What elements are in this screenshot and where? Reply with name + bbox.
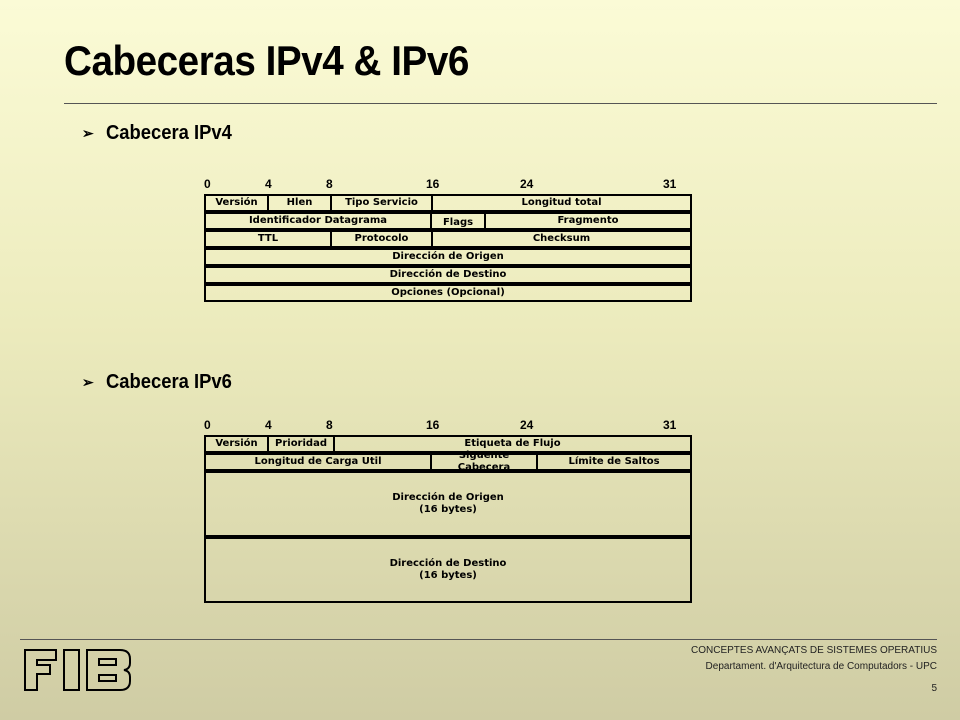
field-direccion-destino-size: (16 bytes): [419, 570, 477, 581]
field-flags: Flags: [432, 214, 486, 228]
field-siguiente-cabecera: Siguente Cabecera: [432, 450, 538, 473]
field-etiqueta-flujo: Etiqueta de Flujo: [464, 437, 561, 449]
ipv6-row-destination: Dirección de Destino (16 bytes): [204, 537, 692, 603]
bullet-ipv4-label: Cabecera IPv4: [106, 122, 232, 144]
bit-label: 0: [204, 418, 211, 432]
field-direccion-origen-size: (16 bytes): [419, 504, 477, 515]
bit-positions: 0 4 8 16 24 31: [204, 177, 692, 191]
bullet-ipv4: ➢ Cabecera IPv4: [82, 122, 243, 145]
bullet-ipv6: ➢ Cabecera IPv6: [82, 371, 243, 394]
field-limite-saltos: Límite de Saltos: [568, 455, 660, 467]
field-direccion-origen-label: Dirección de Origen: [392, 491, 504, 503]
bit-label: 4: [265, 418, 272, 432]
bit-label: 31: [663, 418, 677, 432]
field-direccion-origen: Dirección de Origen: [392, 250, 504, 262]
field-ttl: TTL: [206, 232, 332, 246]
ipv4-row-5: Dirección de Destino: [204, 266, 692, 284]
field-longitud-total: Longitud total: [521, 196, 602, 208]
footer-divider: [20, 639, 937, 640]
fib-logo: [24, 649, 131, 691]
bit-label: 8: [326, 418, 333, 432]
field-tipo-servicio: Tipo Servicio: [332, 196, 433, 210]
ipv4-row-2: Identificador Datagrama Flags Fragmento: [204, 212, 692, 230]
field-hlen: Hlen: [269, 196, 332, 210]
bit-label: 8: [326, 177, 333, 191]
footer-department: Departament. d'Arquitectura de Computado…: [705, 661, 937, 672]
ipv6-row-2: Longitud de Carga Util Siguente Cabecera…: [204, 450, 692, 473]
field-checksum: Checksum: [532, 232, 591, 244]
ipv6-header-diagram: 0 4 8 16 24 31 Versión Prioridad Etiquet…: [204, 418, 692, 603]
ipv6-row-source: Dirección de Origen (16 bytes): [204, 471, 692, 537]
bit-label: 16: [426, 418, 440, 432]
field-opciones: Opciones (Opcional): [391, 286, 505, 298]
page-number: 5: [931, 683, 937, 694]
ipv4-row-6: Opciones (Opcional): [204, 284, 692, 302]
slide-title: Cabeceras IPv4 & IPv6: [64, 37, 469, 84]
bit-label: 0: [204, 177, 211, 191]
field-prioridad: Prioridad: [269, 437, 335, 451]
field-identificador: Identificador Datagrama: [206, 214, 432, 228]
title-divider: [64, 103, 937, 104]
field-direccion-destino: Dirección de Destino: [389, 268, 507, 280]
ipv6-row-1: Versión Prioridad Etiqueta de Flujo: [204, 435, 692, 453]
ipv4-row-1: Versión Hlen Tipo Servicio Longitud tota…: [204, 194, 692, 212]
bit-label: 24: [520, 418, 534, 432]
field-longitud-carga: Longitud de Carga Util: [206, 455, 432, 469]
ipv4-row-3: TTL Protocolo Checksum: [204, 230, 692, 248]
field-protocolo: Protocolo: [332, 232, 433, 246]
bit-label: 31: [663, 177, 677, 191]
bit-label: 4: [265, 177, 272, 191]
field-version: Versión: [206, 196, 269, 210]
field-version: Versión: [206, 437, 269, 451]
ipv4-row-4: Dirección de Origen: [204, 248, 692, 266]
arrow-bullet-icon: ➢: [82, 125, 94, 141]
bit-positions: 0 4 8 16 24 31: [204, 418, 692, 432]
ipv4-header-diagram: 0 4 8 16 24 31 Versión Hlen Tipo Servici…: [204, 177, 692, 302]
bit-label: 16: [426, 177, 440, 191]
field-fragmento: Fragmento: [557, 214, 619, 226]
field-direccion-origen: Dirección de Origen (16 bytes): [206, 473, 690, 535]
field-direccion-destino: Dirección de Destino (16 bytes): [206, 539, 690, 601]
footer-course: CONCEPTES AVANÇATS DE SISTEMES OPERATIUS: [691, 645, 937, 656]
arrow-bullet-icon: ➢: [82, 374, 94, 390]
field-direccion-destino-label: Dirección de Destino: [389, 557, 507, 569]
bit-label: 24: [520, 177, 534, 191]
bullet-ipv6-label: Cabecera IPv6: [106, 371, 232, 393]
